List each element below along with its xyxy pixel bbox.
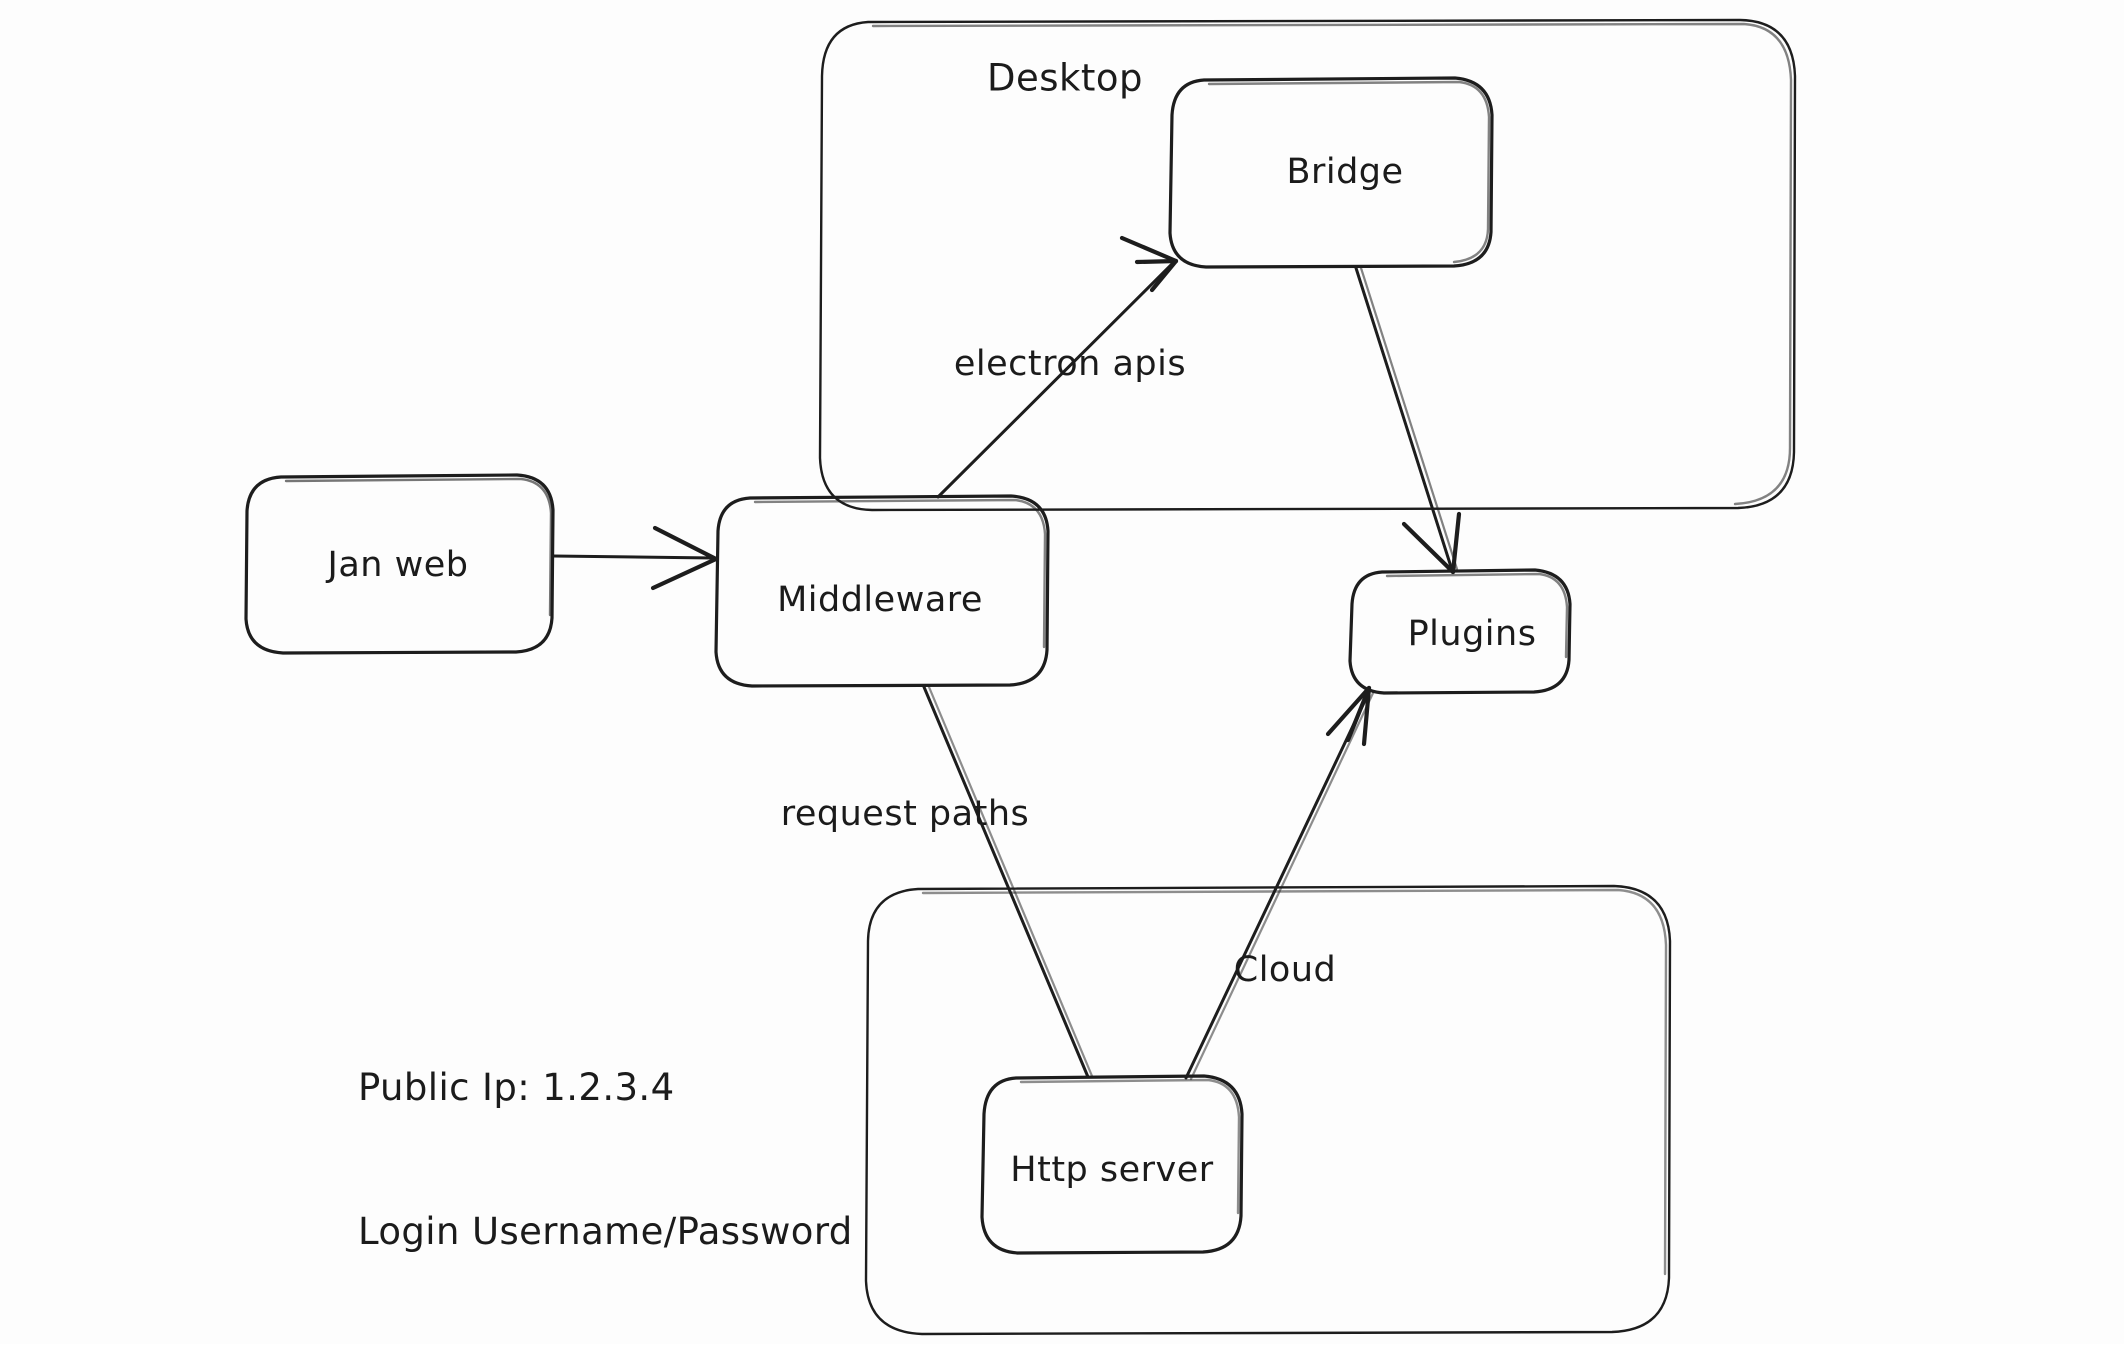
edge-label-electron-apis: electron apis [953, 344, 1187, 384]
node-jan-web-outline [244, 473, 555, 655]
node-bridge-outline [1168, 76, 1494, 269]
note-public-ip: Public Ip: 1.2.3.4 Login Username/Passwo… [358, 968, 853, 1353]
node-label-jan-web[interactable]: Jan web [327, 545, 469, 585]
edge-bridge-to-plugins [1354, 266, 1462, 575]
group-desktop-outline [818, 18, 1797, 512]
edge-label-cloud: Cloud [1233, 950, 1337, 990]
group-label-desktop: Desktop [986, 56, 1144, 100]
node-label-middleware[interactable]: Middleware [777, 580, 983, 620]
edge-http-server-to-plugins [1184, 685, 1376, 1081]
node-label-http-server[interactable]: Http server [1010, 1150, 1214, 1190]
node-label-plugins[interactable]: Plugins [1407, 614, 1537, 654]
node-http-server-outline [980, 1074, 1244, 1255]
edge-middleware-to-http-server [922, 685, 1094, 1079]
edge-middleware-to-bridge [936, 235, 1179, 499]
node-plugins-outline [1348, 568, 1572, 695]
node-label-bridge[interactable]: Bridge [1286, 152, 1404, 192]
note-line-public-ip: Public Ip: 1.2.3.4 [358, 1066, 675, 1110]
group-cloud-outline [864, 884, 1672, 1336]
note-line-login: Login Username/Password [358, 1210, 853, 1254]
node-middleware-outline [714, 494, 1050, 688]
edge-label-request-paths: request paths [780, 794, 1030, 834]
edge-janweb-to-middleware [551, 525, 719, 591]
